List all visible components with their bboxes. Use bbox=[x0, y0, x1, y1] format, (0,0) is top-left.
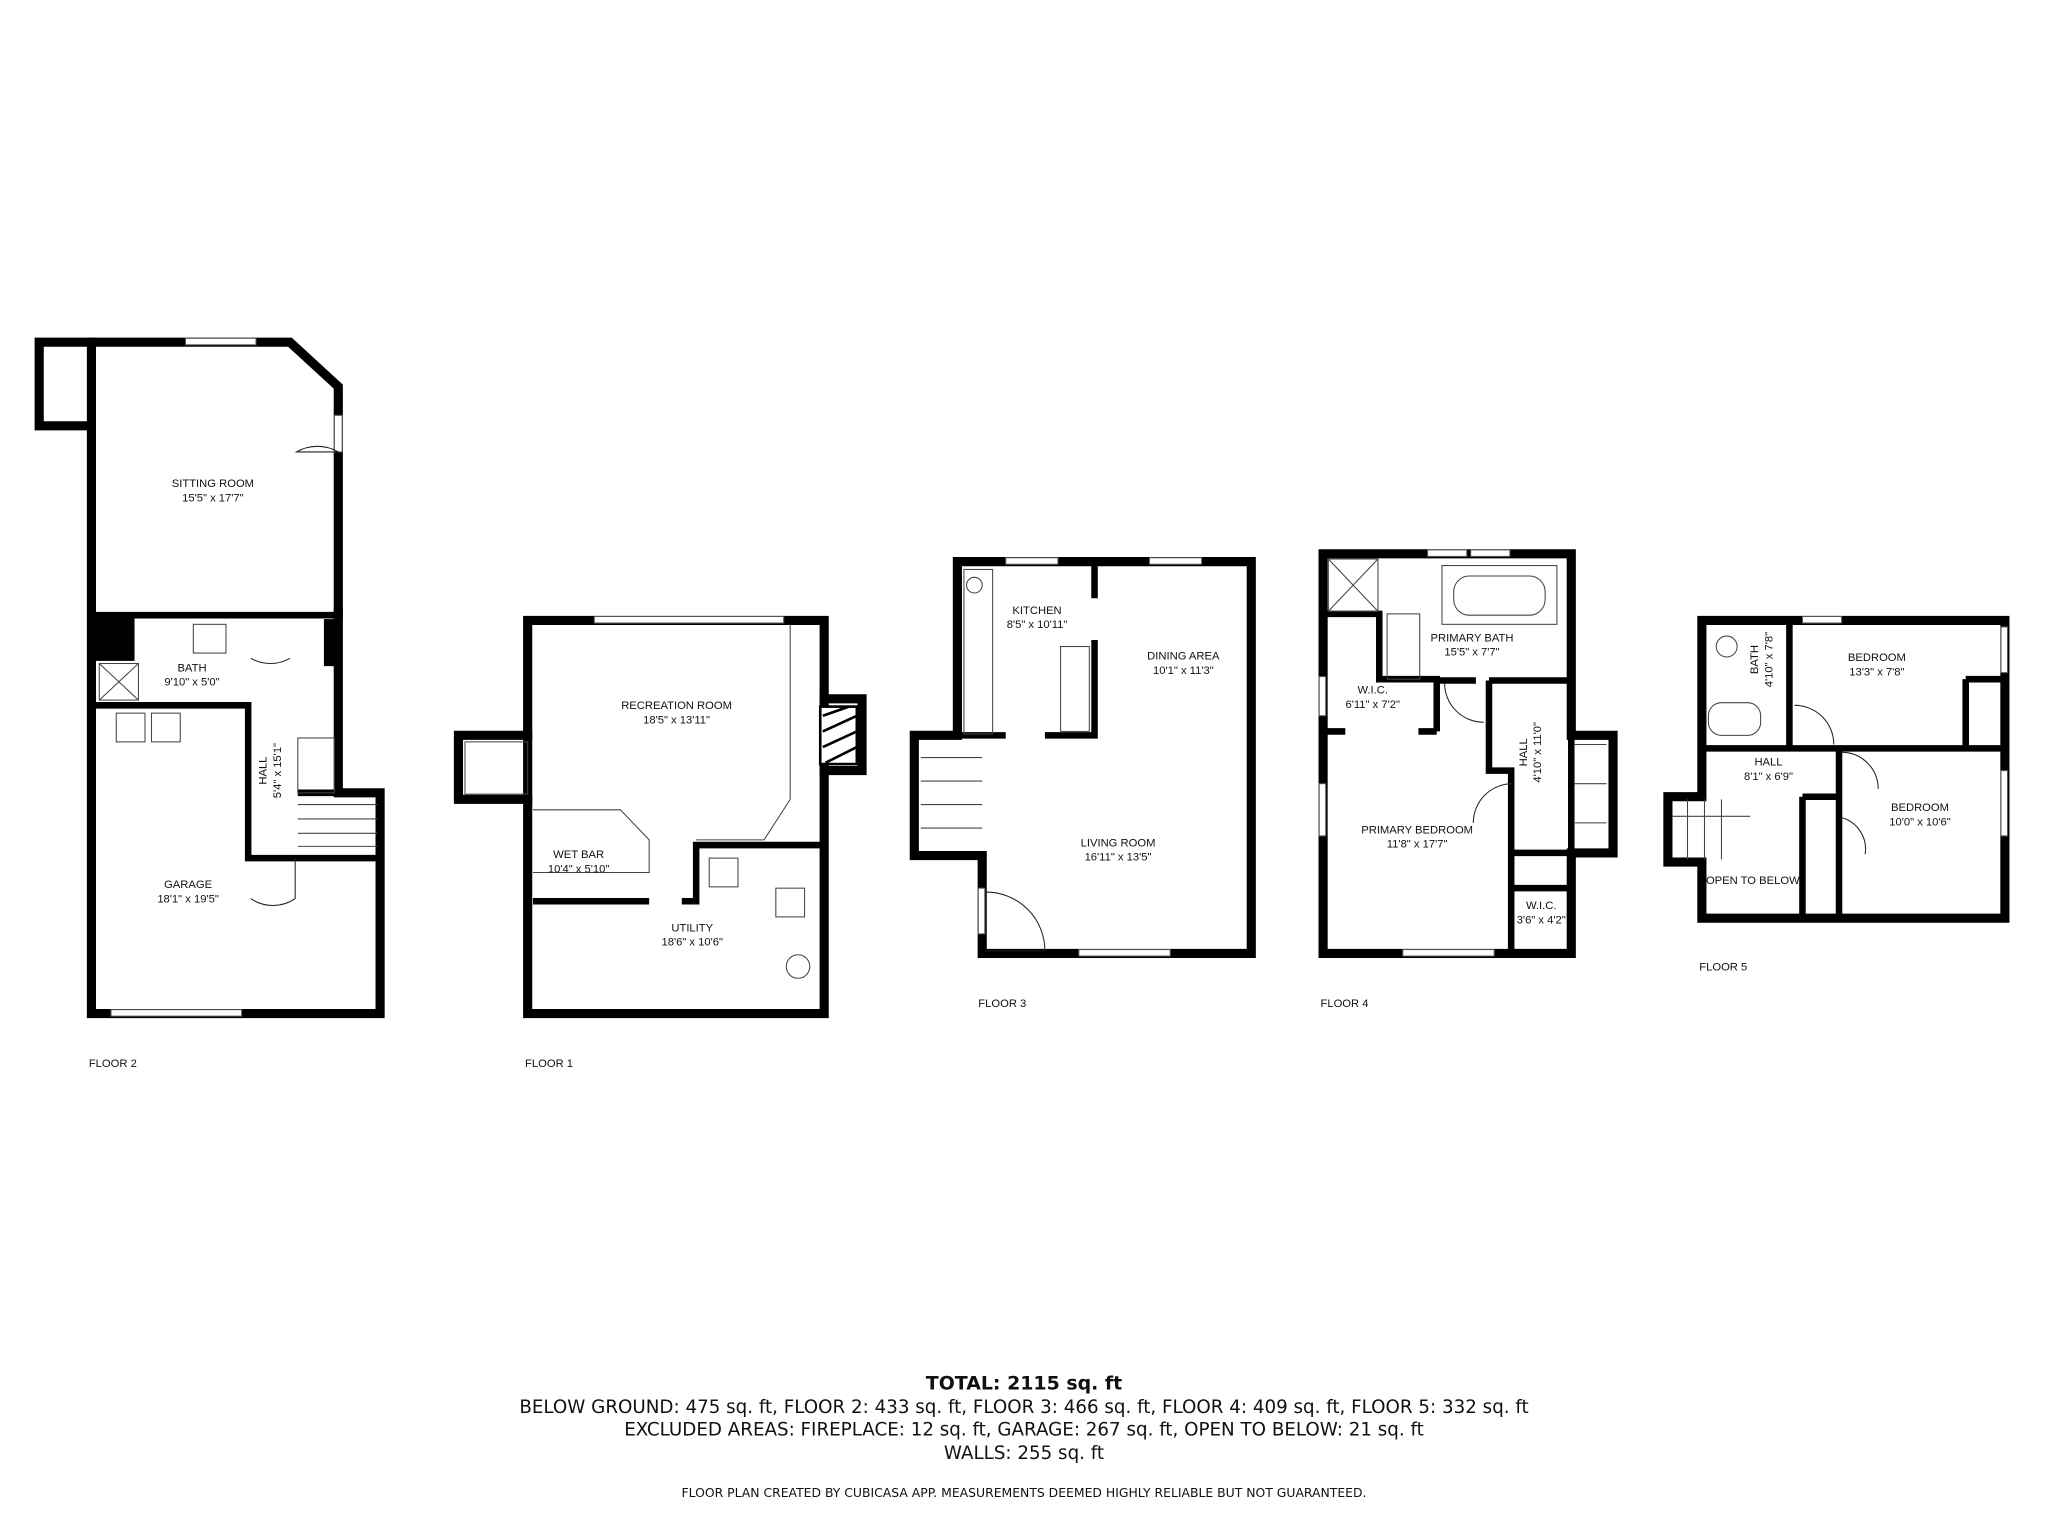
room-name: UTILITY bbox=[671, 922, 713, 934]
room-name: HALL bbox=[1754, 756, 1782, 768]
room-name: WET BAR bbox=[553, 849, 604, 861]
floor-breakdown: BELOW GROUND: 475 sq. ft, FLOOR 2: 433 s… bbox=[519, 1397, 1528, 1418]
room-dims: 11'8" x 17'7" bbox=[1387, 839, 1448, 851]
room-name: W.I.C. bbox=[1357, 685, 1388, 697]
open-to-below-label: OPEN TO BELOW bbox=[1706, 875, 1800, 887]
floor-2-plan: SITTING ROOM 15'5" x 17'7" BATH 9'10" x … bbox=[34, 337, 385, 1070]
room-dims: 15'5" x 17'7" bbox=[182, 493, 244, 505]
room-name: BATH bbox=[1749, 645, 1761, 674]
room-name: LIVING ROOM bbox=[1081, 837, 1156, 849]
floor-5-plan: BATH 4'10" x 7'8" BEDROOM 13'3" x 7'8" H… bbox=[1663, 615, 2010, 973]
room-name: PRIMARY BEDROOM bbox=[1361, 824, 1473, 836]
walls-area: WALLS: 255 sq. ft bbox=[944, 1443, 1104, 1464]
room-name: BATH bbox=[177, 662, 206, 674]
room-name: PRIMARY BATH bbox=[1431, 632, 1514, 644]
room-dims: 10'1" x 11'3" bbox=[1153, 665, 1214, 677]
room-dims: 4'10" x 7'8" bbox=[1763, 632, 1775, 687]
room-name: BEDROOM bbox=[1891, 802, 1949, 814]
room-name: DINING AREA bbox=[1147, 651, 1220, 663]
room-name: KITCHEN bbox=[1012, 605, 1061, 617]
room-name: SITTING ROOM bbox=[172, 478, 254, 490]
floor-label: FLOOR 2 bbox=[89, 1058, 137, 1070]
floor-label: FLOOR 1 bbox=[525, 1058, 573, 1070]
room-dims: 10'0" x 10'6" bbox=[1889, 816, 1951, 828]
room-name: BEDROOM bbox=[1848, 652, 1906, 664]
room-dims: 18'6" x 10'6" bbox=[661, 937, 723, 949]
room-dims: 8'1" x 6'9" bbox=[1744, 771, 1793, 783]
disclaimer: FLOOR PLAN CREATED BY CUBICASA APP. MEAS… bbox=[681, 1485, 1366, 1500]
room-dims: 15'5" x 7'7" bbox=[1444, 647, 1499, 659]
room-dims: 18'1" x 19'5" bbox=[157, 894, 219, 906]
total-area: TOTAL: 2115 sq. ft bbox=[926, 1373, 1122, 1395]
room-dims: 5'4" x 15'1" bbox=[272, 743, 284, 798]
room-dims: 18'5" x 13'11" bbox=[643, 715, 710, 727]
floor-1-plan: RECREATION ROOM 18'5" x 13'11" WET BAR 1… bbox=[453, 615, 867, 1070]
floor-label: FLOOR 4 bbox=[1320, 998, 1368, 1010]
room-name: W.I.C. bbox=[1526, 900, 1557, 912]
room-dims: 6'11" x 7'2" bbox=[1346, 699, 1400, 711]
room-dims: 9'10" x 5'0" bbox=[164, 677, 219, 689]
room-dims: 13'3" x 7'8" bbox=[1849, 666, 1904, 678]
floor-3-plan: KITCHEN 8'5" x 10'11" DINING AREA 10'1" … bbox=[909, 557, 1256, 1010]
room-name: RECREATION ROOM bbox=[621, 700, 732, 712]
floor-4-plan: PRIMARY BATH 15'5" x 7'7" W.I.C. 6'11" x… bbox=[1318, 549, 1618, 1010]
room-dims: 8'5" x 10'11" bbox=[1007, 619, 1068, 631]
area-summary: TOTAL: 2115 sq. ft BELOW GROUND: 475 sq.… bbox=[519, 1373, 1528, 1500]
room-name: HALL bbox=[257, 757, 269, 785]
room-dims: 16'11" x 13'5" bbox=[1085, 852, 1152, 864]
room-dims: 4'10" x 11'0" bbox=[1532, 722, 1544, 783]
floor-label: FLOOR 5 bbox=[1699, 961, 1747, 973]
room-dims: 10'4" x 5'10" bbox=[548, 863, 610, 875]
room-name: HALL bbox=[1518, 738, 1530, 766]
excluded-areas: EXCLUDED AREAS: FIREPLACE: 12 sq. ft, GA… bbox=[624, 1419, 1424, 1440]
room-dims: 3'6" x 4'2" bbox=[1517, 914, 1566, 926]
room-name: GARAGE bbox=[164, 879, 212, 891]
floor-label: FLOOR 3 bbox=[978, 998, 1026, 1010]
